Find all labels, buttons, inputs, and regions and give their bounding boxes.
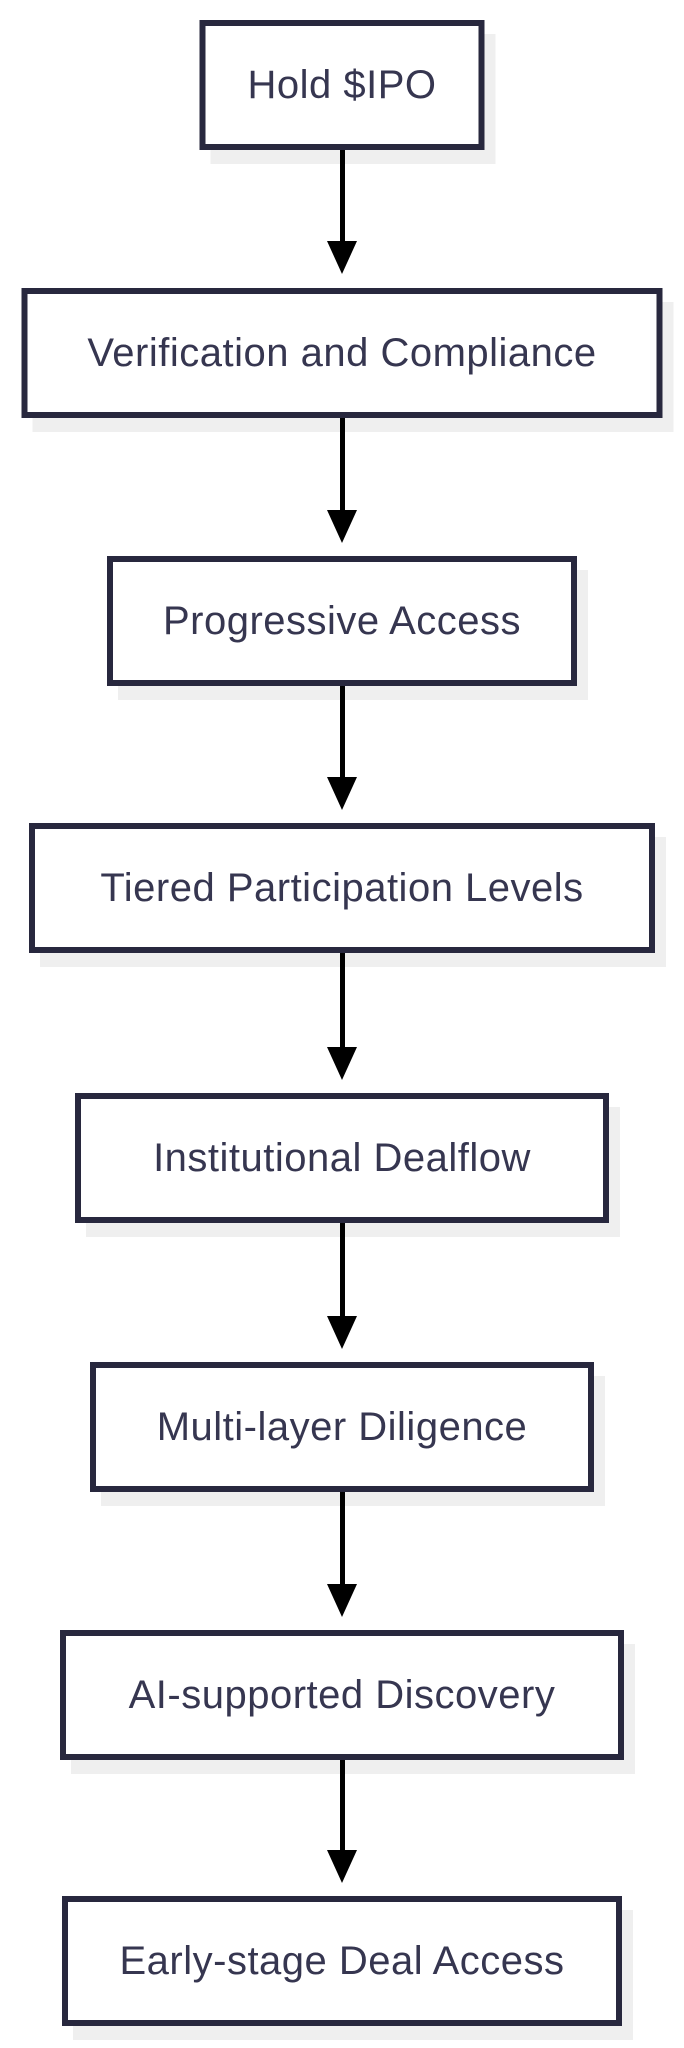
down-arrow-connector bbox=[327, 418, 357, 543]
node-label: Institutional Dealflow bbox=[153, 1135, 531, 1180]
node-label: Tiered Participation Levels bbox=[100, 865, 584, 910]
arrow-shaft bbox=[339, 418, 345, 510]
arrowhead-down-icon bbox=[327, 510, 357, 543]
down-arrow-connector bbox=[327, 150, 357, 274]
arrow-shaft bbox=[339, 953, 345, 1047]
node-early-stage-deal-access: Early-stage Deal Access bbox=[62, 1896, 622, 2026]
node-label: Hold $IPO bbox=[247, 62, 437, 107]
arrow-shaft bbox=[339, 150, 345, 241]
down-arrow-connector bbox=[327, 1760, 357, 1883]
node-tiered-participation: Tiered Participation Levels bbox=[29, 823, 655, 953]
node-ai-supported-discovery: AI-supported Discovery bbox=[60, 1630, 624, 1760]
arrowhead-down-icon bbox=[327, 241, 357, 274]
node-label: AI-supported Discovery bbox=[128, 1672, 556, 1717]
down-arrow-connector bbox=[327, 953, 357, 1080]
arrowhead-down-icon bbox=[327, 1584, 357, 1617]
node-hold-ipo: Hold $IPO bbox=[199, 20, 485, 150]
node-label: Early-stage Deal Access bbox=[119, 1938, 565, 1983]
node-label: Progressive Access bbox=[162, 598, 522, 643]
down-arrow-connector bbox=[327, 686, 357, 810]
arrow-shaft bbox=[339, 1760, 345, 1850]
down-arrow-connector bbox=[327, 1223, 357, 1349]
arrow-shaft bbox=[339, 1492, 345, 1584]
arrow-shaft bbox=[339, 1223, 345, 1316]
arrowhead-down-icon bbox=[327, 1047, 357, 1080]
arrow-shaft bbox=[339, 686, 345, 777]
node-progressive-access: Progressive Access bbox=[107, 556, 577, 686]
node-multi-layer-diligence: Multi-layer Diligence bbox=[90, 1362, 594, 1492]
node-institutional-dealflow: Institutional Dealflow bbox=[75, 1093, 609, 1223]
arrowhead-down-icon bbox=[327, 777, 357, 810]
arrowhead-down-icon bbox=[327, 1316, 357, 1349]
down-arrow-connector bbox=[327, 1492, 357, 1617]
arrowhead-down-icon bbox=[327, 1850, 357, 1883]
node-label: Multi-layer Diligence bbox=[156, 1404, 528, 1449]
node-label: Verification and Compliance bbox=[87, 330, 597, 375]
node-verification-compliance: Verification and Compliance bbox=[21, 288, 663, 418]
